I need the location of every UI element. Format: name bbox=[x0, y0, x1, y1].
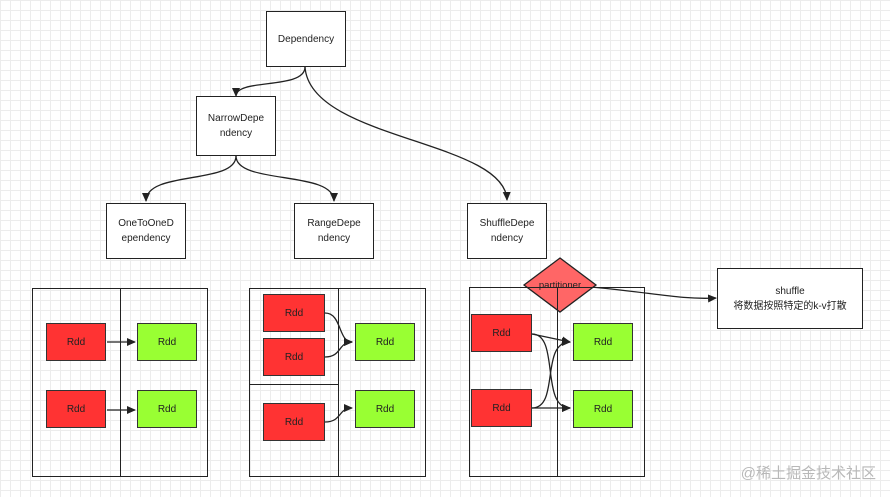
watermark: @稀土掘金技术社区 bbox=[740, 465, 876, 482]
one-to-one-dependency-node: OneToOneD ependency bbox=[106, 203, 186, 259]
edge-partitioner-shuffle bbox=[589, 286, 717, 303]
range-frame bbox=[249, 288, 426, 477]
o2o-parent-rdd-1: Rdd bbox=[46, 323, 106, 361]
range-parent-rdd-1: Rdd bbox=[263, 294, 325, 332]
shuffle-child-rdd-2: Rdd bbox=[573, 390, 633, 428]
edge-range-3 bbox=[324, 404, 353, 423]
range-parent-rdd-3: Rdd bbox=[263, 403, 325, 441]
range-child-rdd-1: Rdd bbox=[355, 323, 415, 361]
shuffle-parent-rdd-2: Rdd bbox=[471, 389, 532, 427]
edge-narrow-onetoone bbox=[142, 155, 237, 202]
shuffle-parent-rdd-1: Rdd bbox=[471, 314, 532, 352]
range-section-divider bbox=[249, 384, 339, 385]
range-child-rdd-2: Rdd bbox=[355, 390, 415, 428]
dependency-node: Dependency bbox=[266, 11, 346, 67]
edge-narrow-range bbox=[235, 155, 338, 202]
edge-dependency-narrow bbox=[232, 66, 306, 97]
shuffle-child-rdd-1: Rdd bbox=[573, 323, 633, 361]
partitioner-diamond bbox=[522, 257, 598, 313]
partitioner-label: partitioner bbox=[538, 280, 582, 291]
shuffle-divider bbox=[557, 287, 558, 477]
range-dependency-node: RangeDepe ndency bbox=[294, 203, 374, 259]
edge-shuffle-3 bbox=[531, 338, 571, 409]
shuffle-note-node: shuffle 将数据按照特定的k-v打散 bbox=[717, 268, 863, 329]
range-divider bbox=[338, 288, 339, 477]
edge-dependency-shuffle bbox=[304, 66, 511, 201]
range-parent-rdd-2: Rdd bbox=[263, 338, 325, 376]
edge-range-2 bbox=[324, 338, 353, 358]
narrow-dependency-node: NarrowDepe ndency bbox=[196, 96, 276, 156]
o2o-child-rdd-1: Rdd bbox=[137, 323, 197, 361]
shuffle-dependency-node: ShuffleDepe ndency bbox=[467, 203, 547, 259]
o2o-child-rdd-2: Rdd bbox=[137, 390, 197, 428]
one-to-one-divider bbox=[120, 288, 121, 477]
o2o-parent-rdd-2: Rdd bbox=[46, 390, 106, 428]
